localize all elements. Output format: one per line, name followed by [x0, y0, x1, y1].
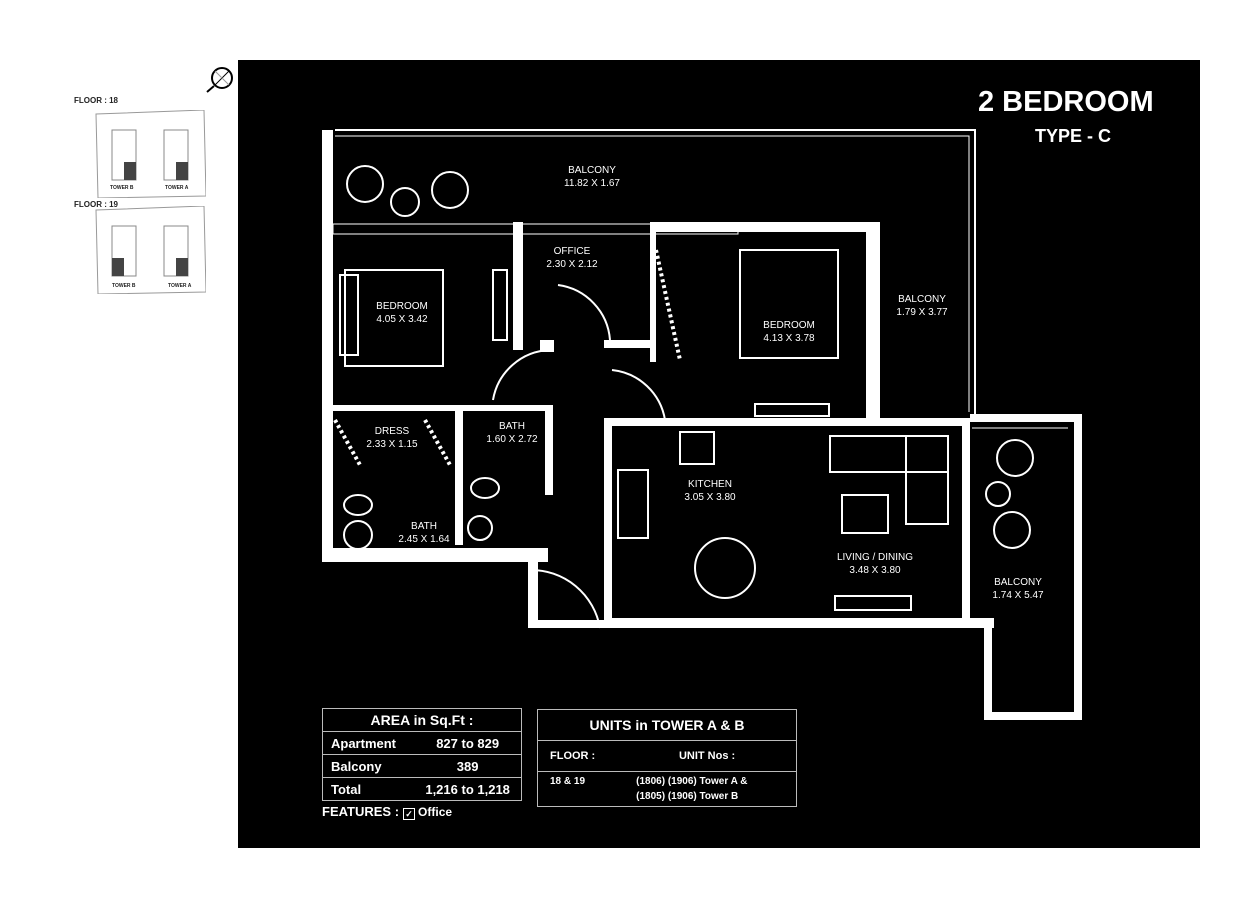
room-name: BALCONY — [994, 577, 1042, 588]
keyplan-floor-19-label: FLOOR : 19 — [74, 200, 119, 209]
room-dims: 3.48 X 3.80 — [849, 565, 901, 576]
room-label-kitchen: KITCHEN 3.05 X 3.80 — [684, 478, 735, 504]
unit-type-subtitle: TYPE - C — [1035, 126, 1112, 146]
floor-plan-panel: 2 BEDROOM TYPE - C BALCONY 11.82 X 1.67 O… — [238, 60, 1200, 848]
features: FEATURES :✓Office — [322, 804, 452, 820]
units-header: UNIT Nos : — [618, 740, 798, 772]
room-name: KITCHEN — [688, 479, 732, 490]
room-dims: 1.60 X 2.72 — [486, 434, 538, 445]
units-line: (1806) (1906) Tower A & — [636, 776, 748, 787]
units-line: (1805) (1906) Tower B — [636, 791, 739, 802]
room-label-office: OFFICE 2.30 X 2.12 — [546, 245, 597, 271]
room-dims: 2.45 X 1.64 — [398, 534, 450, 545]
area-value: 827 to 829 — [414, 731, 523, 755]
room-dims: 2.30 X 2.12 — [546, 259, 598, 270]
room-dims: 3.05 X 3.80 — [684, 492, 736, 503]
area-heading: AREA in Sq.Ft : — [322, 708, 522, 732]
room-name: OFFICE — [553, 246, 591, 257]
keyplan-tower-a-label: TOWER A — [165, 185, 189, 191]
compass-north-icon — [204, 66, 236, 101]
area-value: 1,216 to 1,218 — [414, 777, 523, 801]
area-label: Apartment — [322, 731, 415, 755]
units-table: UNITS in TOWER A & B FLOOR :UNIT Nos : 1… — [537, 709, 798, 807]
room-name: BEDROOM — [376, 301, 428, 312]
room-label-bedroom-2: BEDROOM 4.13 X 3.78 — [763, 319, 815, 345]
keyplan-tower-a-label: TOWER A — [168, 283, 192, 289]
room-dims: 4.13 X 3.78 — [763, 333, 815, 344]
units-heading: UNITS in TOWER A & B — [537, 709, 797, 741]
floor-plan-drawing — [322, 129, 1082, 720]
room-dims: 2.33 X 1.15 — [366, 439, 418, 450]
room-label-balcony-top: BALCONY 11.82 X 1.67 — [564, 164, 620, 190]
room-label-bath-2: BATH 2.45 X 1.64 — [398, 520, 449, 546]
room-name: DRESS — [374, 426, 410, 437]
floor-header: FLOOR : — [537, 740, 619, 772]
unit-type-title: 2 BEDROOM — [978, 86, 1154, 118]
area-label: Balcony — [322, 754, 415, 778]
keyplan-floor-18-label: FLOOR : 18 — [74, 96, 119, 105]
room-dims: 1.79 X 3.77 — [896, 307, 948, 318]
room-dims: 11.82 X 1.67 — [564, 178, 620, 189]
room-label-balcony-right: BALCONY 1.79 X 3.77 — [896, 293, 947, 319]
room-name: LIVING / DINING — [836, 552, 914, 563]
room-name: BATH — [499, 421, 525, 432]
room-name: BEDROOM — [763, 320, 815, 331]
room-dims: 4.05 X 3.42 — [376, 314, 428, 325]
room-label-bath-1: BATH 1.60 X 2.72 — [486, 420, 537, 446]
floor-value: 18 & 19 — [537, 771, 619, 807]
room-label-bedroom-1: BEDROOM 4.05 X 3.42 — [376, 300, 428, 326]
room-label-balcony-corner: BALCONY 1.74 X 5.47 — [992, 576, 1043, 602]
room-name: BALCONY — [898, 294, 946, 305]
room-name: BALCONY — [568, 165, 616, 176]
room-name: BATH — [411, 521, 437, 532]
feature-item: Office — [418, 805, 453, 819]
checkbox-icon: ✓ — [403, 808, 416, 820]
features-label: FEATURES : — [322, 804, 400, 819]
room-label-living-dining: LIVING / DINING 3.48 X 3.80 — [837, 551, 913, 577]
room-dims: 1.74 X 5.47 — [992, 590, 1044, 601]
area-value: 389 — [414, 754, 523, 778]
keyplan-tower-b-label: TOWER B — [112, 283, 136, 289]
keyplan-tower-b-label: TOWER B — [110, 185, 134, 191]
room-label-dress: DRESS 2.33 X 1.15 — [366, 425, 417, 451]
keyplan-floor-19 — [94, 205, 207, 299]
area-label: Total — [322, 777, 415, 801]
